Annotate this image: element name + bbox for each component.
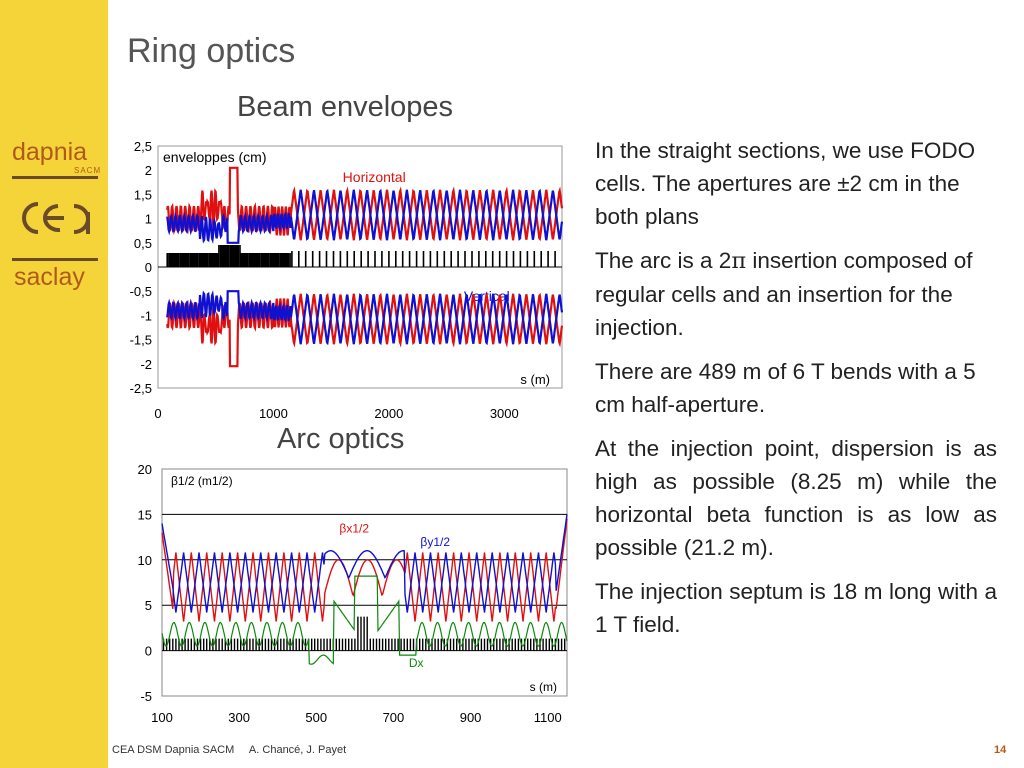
y-tick-label: -5 xyxy=(140,689,152,704)
legend-betay: βy1/2 xyxy=(420,535,450,549)
logo-divider xyxy=(12,258,98,261)
series-betax xyxy=(161,518,568,622)
series-betay xyxy=(161,514,568,613)
x-tick-label: 900 xyxy=(460,710,482,725)
x-tick-label: 300 xyxy=(228,710,250,725)
magnet-markers xyxy=(166,245,556,267)
y-tick-label: 2 xyxy=(145,163,152,178)
cea-logo-icon xyxy=(22,202,90,234)
y-tick-label: 10 xyxy=(138,553,152,568)
logo-divider xyxy=(12,176,98,179)
beam-envelopes-title: Beam envelopes xyxy=(237,91,454,123)
y-tick-label: -1,5 xyxy=(130,333,152,348)
x-tick-label: 2000 xyxy=(374,406,403,421)
x-tick-label: 3000 xyxy=(490,406,519,421)
x-tick-label: 700 xyxy=(383,710,405,725)
paragraph-injection: At the injection point, dispersion is as… xyxy=(595,436,997,560)
y-tick-label: 0 xyxy=(145,644,152,659)
chart-title: enveloppes (cm) xyxy=(163,149,267,165)
x-tick-label: 1000 xyxy=(259,406,288,421)
x-tick-label: 1100 xyxy=(534,710,562,725)
y-tick-label: -1 xyxy=(140,308,152,323)
footer-credits: CEA DSM Dapnia SACM A. Chancé, J. Payet xyxy=(112,744,347,756)
legend-dx: Dx xyxy=(409,656,424,670)
page-number: 14 xyxy=(994,744,1007,756)
y-tick-label: -2 xyxy=(140,357,152,372)
x-axis-label: s (m) xyxy=(520,372,550,387)
y-tick-label: 2,5 xyxy=(134,139,152,154)
x-axis-label: s (m) xyxy=(530,680,557,694)
y-tick-label: 0,5 xyxy=(134,236,152,251)
y-tick-label: 0 xyxy=(145,260,152,275)
x-tick-label: 0 xyxy=(154,406,161,421)
y-tick-label: -0,5 xyxy=(130,284,152,299)
legend-horizontal: Horizontal xyxy=(343,169,406,185)
chart-title: β1/2 (m1/2) xyxy=(171,474,233,488)
x-tick-label: 100 xyxy=(151,710,173,725)
sacm-logo: SACM xyxy=(74,166,102,175)
y-tick-label: 15 xyxy=(138,507,152,522)
arc-optics-title: Arc optics xyxy=(277,423,405,455)
description-text: In the straight sections, we use FODO ce… xyxy=(595,134,997,652)
series-vertical-upper xyxy=(166,188,564,244)
series-dx xyxy=(161,575,568,665)
series-vertical-lower xyxy=(166,290,564,346)
saclay-logo: saclay xyxy=(14,263,85,291)
y-tick-label: 1 xyxy=(145,212,152,227)
paragraph-fodo: In the straight sections, we use FODO ce… xyxy=(595,138,976,229)
arc-optics-chart: 20 15 10 5 0 -5 100 300 500 700 900 1100 s (m) β1/2 (… xyxy=(138,462,568,725)
paragraph-bends: There are 489 m of 6 T bends with a 5 cm… xyxy=(595,359,976,417)
dapnia-logo: dapnia xyxy=(12,138,88,166)
slide-title: Ring optics xyxy=(127,32,296,70)
y-tick-label: -2,5 xyxy=(130,381,152,396)
y-tick-label: 5 xyxy=(145,598,152,613)
paragraph-septum: The injection septum is 18 m long with a… xyxy=(595,579,997,637)
paragraph-arc: The arc is a 2π insertion composed of re… xyxy=(595,248,973,340)
plot-area xyxy=(161,468,568,697)
sidebar: dapnia SACM saclay xyxy=(0,0,108,768)
y-tick-label: 20 xyxy=(138,462,152,477)
legend-betax: βx1/2 xyxy=(339,522,369,536)
x-tick-label: 500 xyxy=(305,710,327,725)
y-tick-label: 1,5 xyxy=(134,187,152,202)
